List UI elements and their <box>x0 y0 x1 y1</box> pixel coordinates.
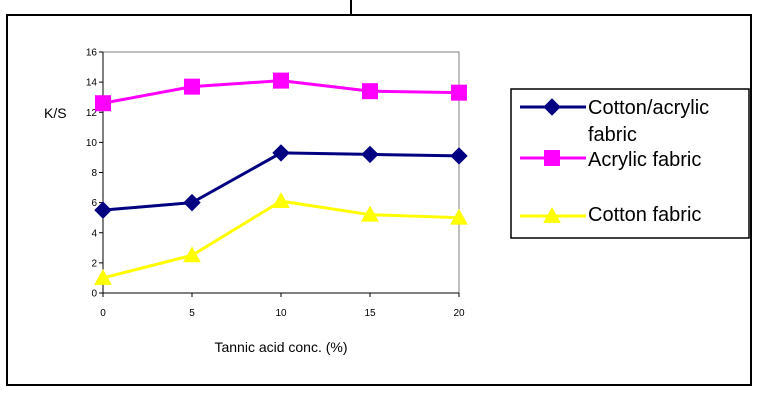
data-point-acrylic-fabric <box>273 72 289 89</box>
data-point-acrylic-fabric <box>184 78 200 95</box>
data-point-cotton-fabric <box>450 208 468 225</box>
y-tick-label: 10 <box>86 138 98 149</box>
y-tick-label: 0 <box>91 289 97 300</box>
series-layer <box>94 72 468 285</box>
y-tick-label: 4 <box>91 228 97 239</box>
legend-label-acrylic-fabric: Acrylic fabric <box>588 149 701 171</box>
legend-label-cotton-acrylic-fabric-cont: fabric <box>588 124 637 146</box>
legend-label-cotton-fabric: Cotton fabric <box>588 204 701 226</box>
y-tick-label: 2 <box>91 258 97 269</box>
legend-marker-cotton-fabric <box>543 206 561 223</box>
data-point-acrylic-fabric <box>95 95 111 112</box>
data-point-cotton-acrylic-fabric <box>361 145 379 164</box>
data-point-cotton-fabric <box>361 205 379 222</box>
data-point-acrylic-fabric <box>362 83 378 100</box>
x-tick-label: 10 <box>275 308 287 319</box>
data-point-cotton-acrylic-fabric <box>272 144 290 162</box>
y-tick-label: 14 <box>86 78 98 89</box>
y-axis-title: K/S <box>44 105 67 121</box>
data-point-cotton-acrylic-fabric <box>450 147 468 165</box>
x-tick-label: 5 <box>189 308 195 319</box>
x-tick-label: 0 <box>100 308 106 319</box>
legend-marker-acrylic-fabric <box>544 150 560 166</box>
legend-label-cotton-acrylic-fabric: Cotton/acrylic <box>588 97 709 119</box>
data-point-cotton-fabric <box>94 268 112 285</box>
x-axis-title: Tannic acid conc. (%) <box>214 339 347 355</box>
x-tick-label: 15 <box>364 308 376 319</box>
y-tick-label: 8 <box>91 168 97 179</box>
data-point-cotton-acrylic-fabric <box>183 193 201 212</box>
data-point-cotton-acrylic-fabric <box>94 201 112 219</box>
data-point-cotton-fabric <box>183 246 201 263</box>
y-tick-label: 12 <box>86 108 98 119</box>
x-tick-label: 20 <box>453 308 465 319</box>
axes: 0 2 4 6 8 10 12 14 16 0 5 10 15 20 <box>86 48 465 320</box>
y-tick-label: 16 <box>86 48 98 59</box>
data-point-cotton-fabric <box>272 192 290 209</box>
y-tick-label: 6 <box>91 198 97 209</box>
legend-marker-cotton-acrylic-fabric <box>543 98 561 116</box>
data-point-acrylic-fabric <box>451 84 467 101</box>
